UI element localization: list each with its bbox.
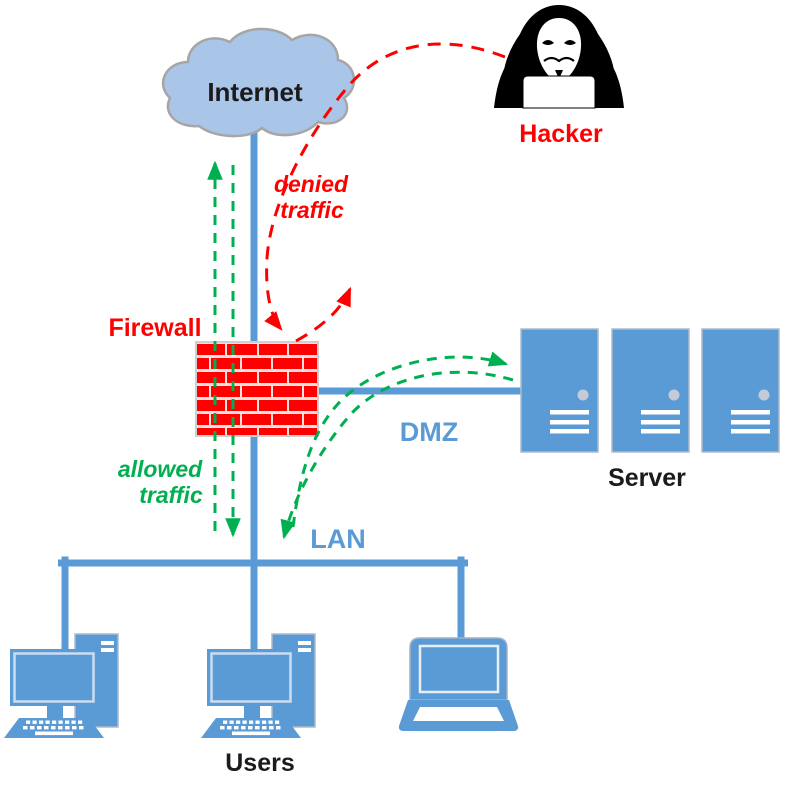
labels: Internet Hacker Firewall DMZ LAN Server … [108, 77, 686, 777]
desktop-computer-2 [199, 632, 317, 740]
dmz-label: DMZ [400, 417, 458, 447]
users-group [2, 632, 519, 740]
server-label: Server [608, 464, 686, 492]
hacker-laptop [522, 75, 596, 109]
allowed-traffic-label: allowed traffic [118, 456, 203, 508]
server-tower-2 [611, 328, 690, 453]
allowed-arrow-lan-to-dmz [291, 351, 509, 528]
svg-text:traffic: traffic [280, 197, 344, 223]
server-group [520, 328, 780, 453]
internet-label: Internet [207, 77, 303, 107]
denied-traffic-label: denied traffic [274, 171, 349, 223]
svg-text:denied: denied [274, 171, 349, 197]
desktop-computer-1 [2, 632, 120, 740]
denied-arrow-bounce [295, 286, 352, 343]
guy-fawkes-mask [536, 18, 582, 83]
hacker-icon [494, 5, 624, 109]
svg-text:allowed: allowed [118, 456, 203, 482]
server-tower-3 [701, 328, 780, 453]
internet-cloud [161, 27, 356, 138]
allowed-traffic-flows [207, 160, 514, 540]
users-label: Users [225, 749, 295, 777]
firewall-label: Firewall [108, 314, 201, 342]
denied-traffic-flows [264, 42, 506, 343]
laptop-computer [398, 637, 519, 731]
server-tower-1 [520, 328, 599, 453]
lan-label: LAN [310, 524, 366, 554]
hacker-label: Hacker [519, 120, 603, 148]
svg-text:traffic: traffic [139, 482, 203, 508]
